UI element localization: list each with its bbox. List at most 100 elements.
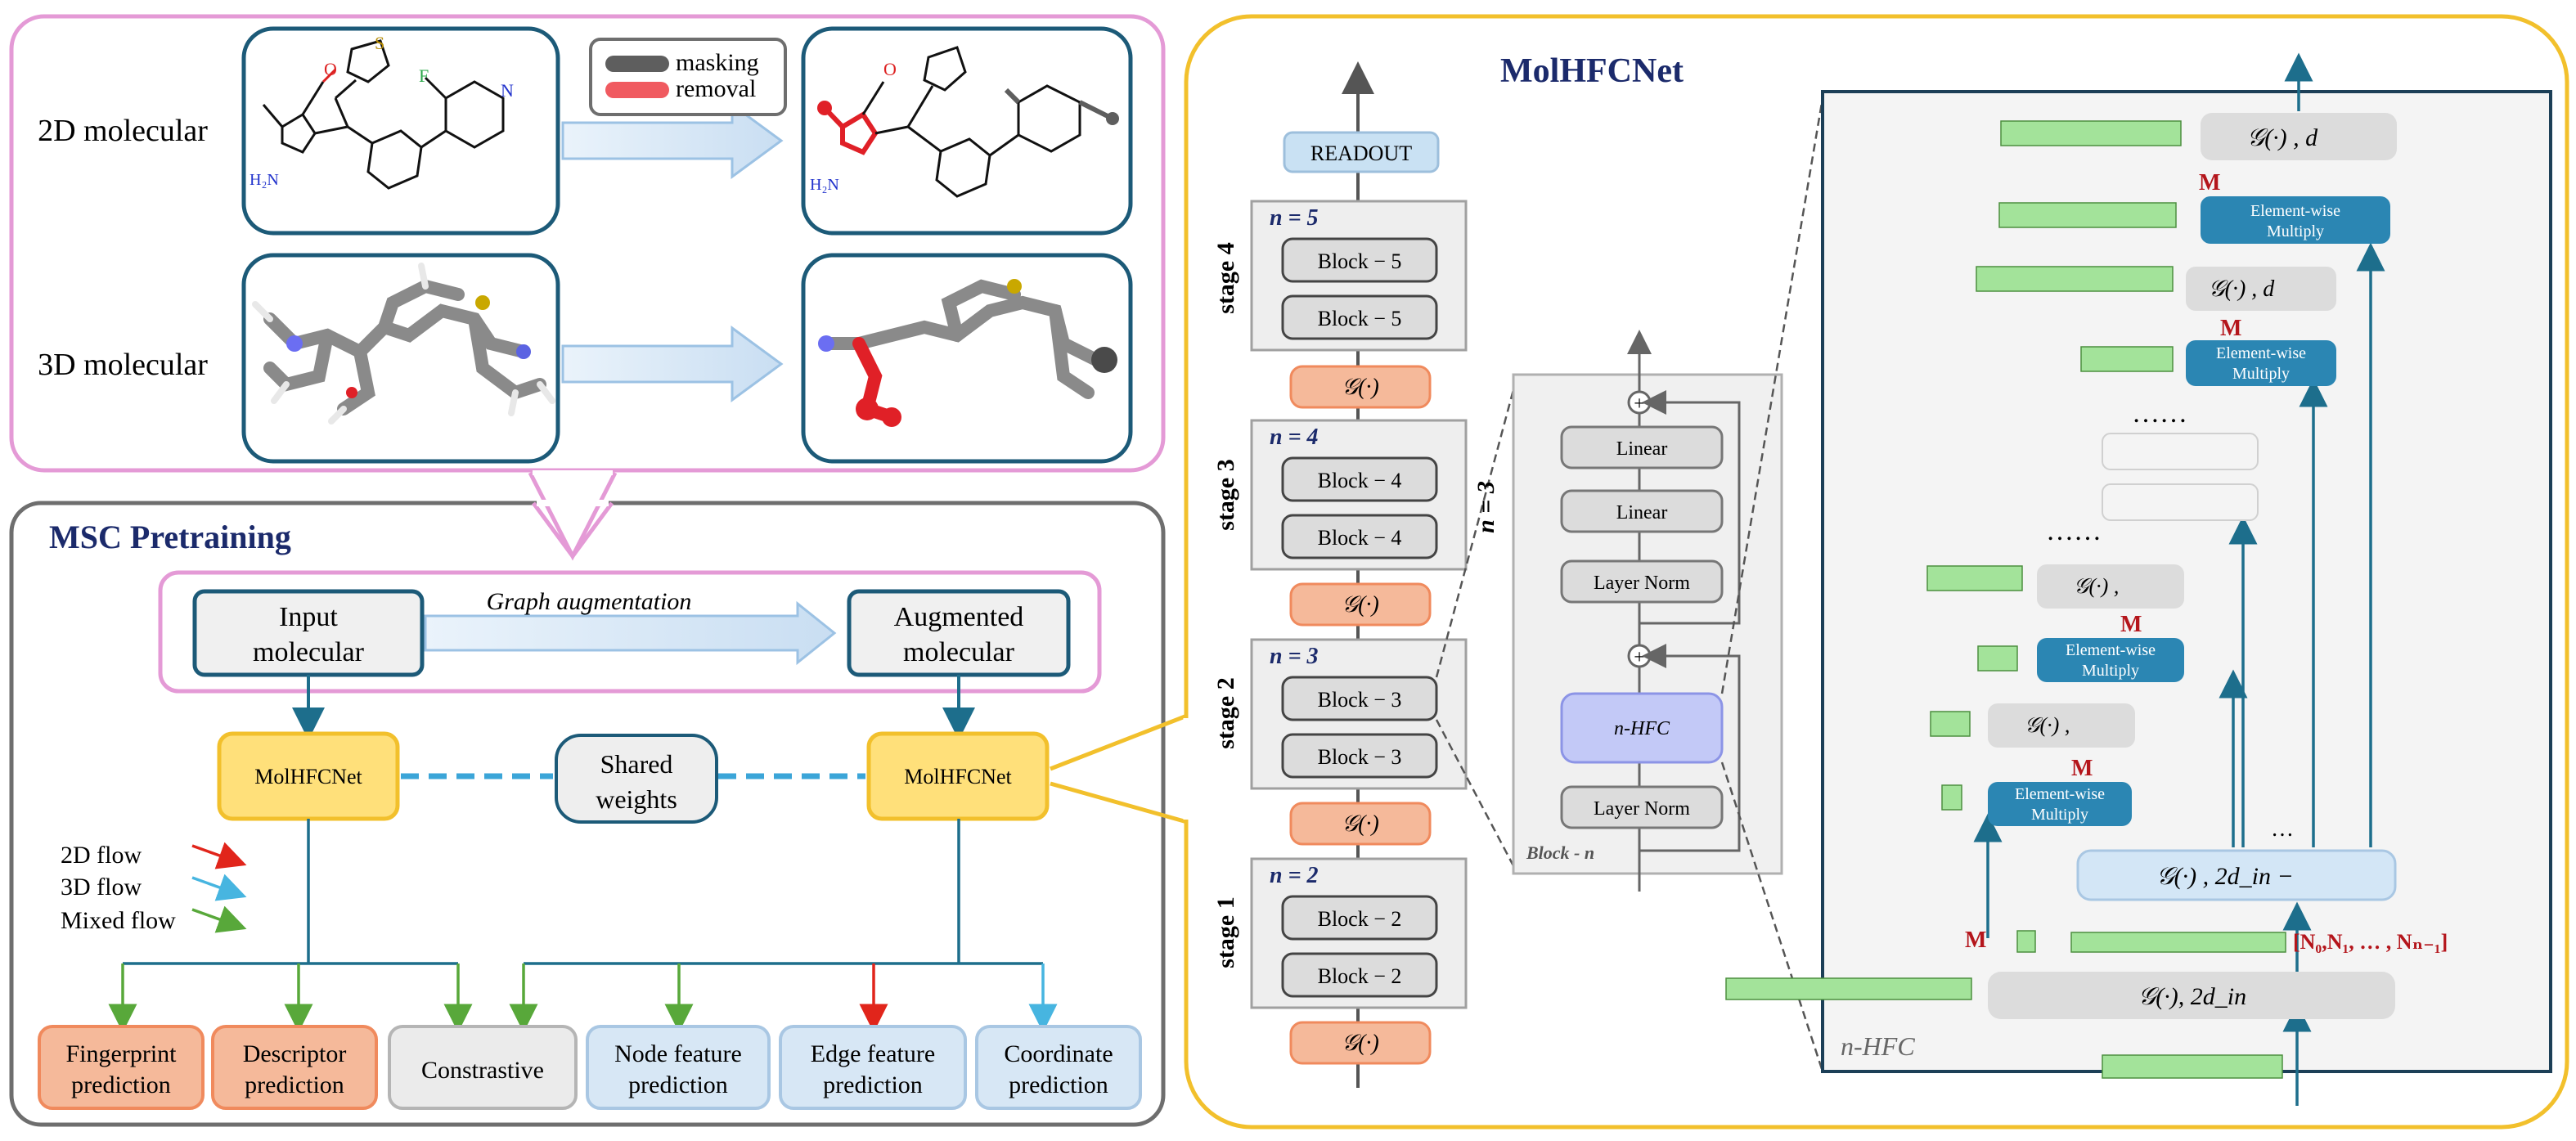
detail-linear-2-label: Linear [1616, 502, 1668, 523]
task-edge-feature [779, 1025, 967, 1110]
task-coordinate-line2: prediction [1009, 1071, 1108, 1098]
task-node-line1: Node feature [614, 1040, 742, 1067]
multiply-2-line2: Multiply [2082, 662, 2139, 680]
g-row-frac-3 [2037, 564, 2184, 609]
g-row-split [2076, 849, 2397, 901]
m-label-2: M [2120, 612, 2142, 637]
g-op-3-label: 𝒢(·) [1342, 592, 1379, 618]
g-op-1-label: 𝒢(·) [1342, 1031, 1379, 1056]
m-label-0: M [1965, 928, 1986, 953]
detail-layernorm-1 [1560, 559, 1724, 604]
shared-line1: Shared [600, 749, 673, 779]
task-contrastive [388, 1025, 578, 1110]
stage-4-label: stage 4 [1212, 242, 1239, 313]
multiply-n-line1: Element-wise [2250, 202, 2340, 220]
readout-box [1283, 131, 1440, 173]
g-op-2-label: 𝒢(·) [1342, 811, 1379, 837]
dots-upper: …… [2132, 398, 2187, 429]
block-5b-label: Block − 5 [1318, 307, 1402, 330]
stage-3-label: stage 3 [1212, 459, 1239, 530]
block-4b-label: Block − 4 [1318, 526, 1402, 550]
atom-n-2d: N [501, 80, 514, 101]
encoder-left-label: MolHFCNet [254, 765, 362, 788]
g-row-din-top-label: 𝒢(·) , d [2247, 124, 2318, 151]
block-4a-label: Block − 4 [1318, 469, 1402, 492]
block-4a [1281, 456, 1438, 502]
dots-split: … [2271, 816, 2294, 842]
detail-linear-2 [1560, 489, 1724, 533]
detail-nhfc [1560, 692, 1724, 764]
block-3b [1281, 733, 1438, 779]
stage-2-n: n = 3 [1270, 644, 1319, 669]
task-contrastive-line1: Constrastive [421, 1057, 544, 1084]
task-edge-line1: Edge feature [811, 1040, 935, 1067]
shared-line2: weights [596, 784, 677, 814]
msc-title: MSC Pretraining [49, 519, 291, 555]
encoder-right-label: MolHFCNet [904, 765, 1012, 788]
multiply-n-1 [2186, 340, 2336, 386]
block-5b [1281, 294, 1438, 340]
multiply-1-line2: Multiply [2031, 806, 2088, 824]
mol-3d-original-frame [241, 253, 560, 464]
task-fingerprint-line2: prediction [71, 1071, 171, 1098]
augmentation-arrow [424, 600, 837, 666]
atom-nh2-2d: H₂N [250, 171, 279, 189]
n-list: [N₀,N₁, … , Nₙ₋₁] [2293, 930, 2448, 954]
atom-o-2d-aug: O [883, 59, 897, 79]
block-2b-label: Block − 2 [1318, 964, 1402, 988]
nhfc-corner-label: n-HFC [1841, 1031, 1915, 1061]
block-2b [1281, 952, 1438, 998]
augmented-line2: molecular [903, 637, 1015, 667]
block-2a-label: Block − 2 [1318, 907, 1402, 931]
block-3a-label: Block − 3 [1318, 688, 1402, 712]
detail-layernorm-2 [1560, 785, 1724, 829]
g-op-3 [1289, 582, 1432, 627]
input-line1: Input [279, 602, 338, 632]
task-descriptor-line1: Descriptor [243, 1040, 347, 1067]
task-descriptor-line2: prediction [245, 1071, 344, 1098]
augmentation-label: Graph augmentation [487, 588, 692, 615]
placeholder-row-1 [2102, 483, 2259, 521]
atom-s-2d: S [375, 33, 384, 53]
mol-2d-augmented [817, 46, 1119, 198]
residual-plus-bottom-label: + [1634, 647, 1645, 668]
block-3a [1281, 676, 1438, 721]
detail-linear-1-label: Linear [1616, 438, 1668, 460]
molhfcnet-title: MolHFCNet [1500, 52, 1684, 90]
row-3d-label: 3D molecular [38, 348, 208, 382]
task-coordinate [975, 1025, 1142, 1110]
mol-2d-original [262, 39, 505, 190]
multiply-1-line1: Element-wise [2015, 785, 2105, 803]
g-row-din-2 [2186, 267, 2336, 311]
augmented-line1: Augmented [894, 602, 1024, 632]
g-row-frac-3-label: 𝒢(·) , [2074, 574, 2119, 598]
flow-mixed-label: Mixed flow [61, 907, 176, 934]
placeholder-row-2 [2102, 433, 2259, 470]
dots-lower: …… [2046, 516, 2102, 546]
transform-arrow-3d [561, 326, 784, 402]
block-detail-caption: Block - n [1526, 842, 1594, 863]
flow-mixed-arrow [191, 905, 247, 933]
stage-1-n: n = 2 [1270, 863, 1319, 888]
block-4b [1281, 514, 1438, 559]
task-coordinate-line1: Coordinate [1004, 1040, 1113, 1067]
multiply-n [2201, 196, 2390, 244]
detail-layernorm-1-label: Layer Norm [1594, 573, 1690, 594]
task-node-feature [586, 1025, 771, 1110]
g-row-din-top [2201, 113, 2397, 160]
task-edge-line2: prediction [823, 1071, 923, 1098]
removal-label: removal [676, 75, 756, 102]
g-op-4-label: 𝒢(·) [1342, 375, 1379, 400]
masking-label: masking [676, 49, 759, 76]
atom-f-2d: F [419, 65, 429, 86]
flow-3d-arrow [191, 874, 247, 901]
stage-2-label: stage 2 [1212, 677, 1239, 748]
multiply-n1-line1: Element-wise [2216, 344, 2306, 362]
atom-o-2d: O [324, 59, 337, 79]
g-row-din-2-label: 𝒢(·) , d [2209, 276, 2276, 302]
multiply-n-line2: Multiply [2267, 222, 2324, 240]
task-descriptor [211, 1025, 378, 1110]
multiply-1 [1988, 782, 2132, 826]
